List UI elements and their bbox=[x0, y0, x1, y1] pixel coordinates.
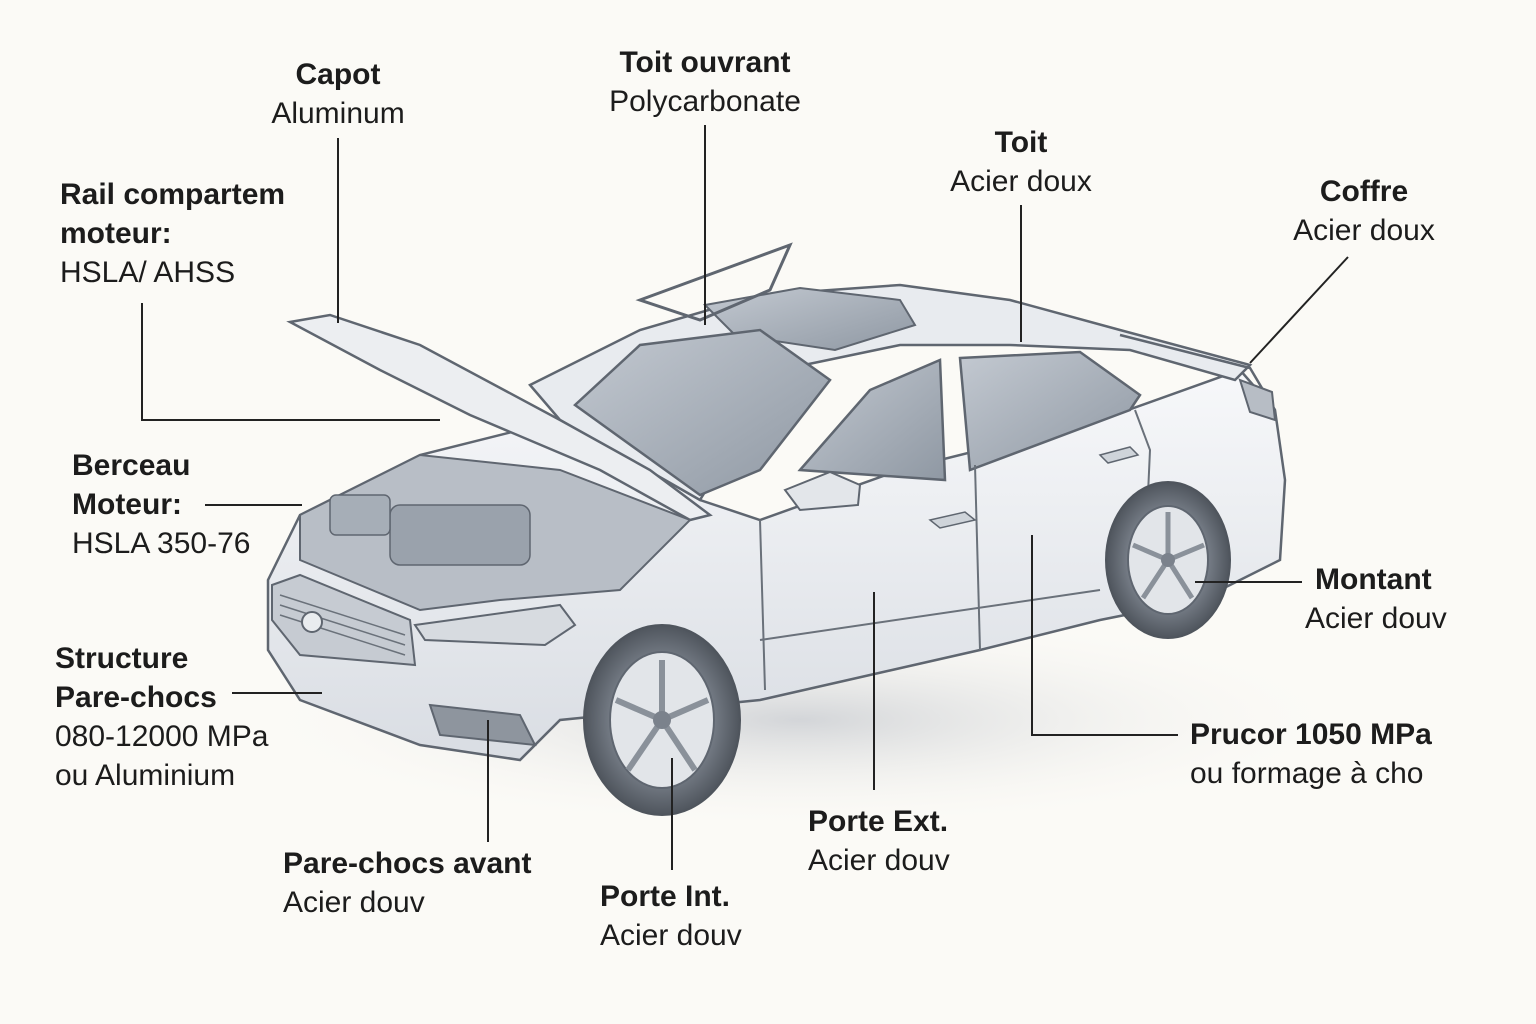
leader-prucor bbox=[1031, 535, 1178, 736]
label-structure-title-1: Structure bbox=[55, 642, 189, 675]
label-prucor: Prucor 1050 MPa ou formage à cho bbox=[1190, 715, 1432, 793]
brand-logo bbox=[301, 611, 323, 633]
front-grille bbox=[271, 573, 417, 667]
label-toit-ouvrant-title: Toit ouvrant bbox=[619, 46, 791, 79]
label-porte-int: Porte Int. Acier douv bbox=[600, 877, 742, 955]
label-capot-material: Aluminum bbox=[271, 97, 405, 130]
label-pare-chocs-avant: Pare-chocs avant Acier douv bbox=[283, 844, 531, 922]
leader-rail bbox=[141, 303, 440, 421]
label-berceau: Berceau Moteur: HSLA 350-76 bbox=[72, 446, 250, 563]
open-hood bbox=[286, 313, 713, 522]
label-toit-title: Toit bbox=[994, 126, 1048, 159]
tail-light bbox=[1238, 378, 1277, 422]
label-capot: Capot Aluminum bbox=[238, 55, 438, 133]
engine-block bbox=[389, 504, 531, 566]
label-coffre-material: Acier doux bbox=[1293, 214, 1435, 247]
rear-wheel bbox=[1105, 481, 1231, 639]
headlight bbox=[413, 603, 577, 647]
label-porte-ext-material: Acier douv bbox=[808, 844, 950, 877]
label-structure-material-2: ou Aluminium bbox=[55, 759, 236, 792]
leader-lines bbox=[141, 125, 1349, 870]
lower-intake bbox=[428, 703, 537, 747]
label-coffre-title: Coffre bbox=[1319, 175, 1409, 208]
leader-coffre bbox=[1249, 256, 1349, 364]
label-capot-title: Capot bbox=[295, 58, 381, 91]
label-montant: Montant Acier douv bbox=[1305, 560, 1447, 638]
front-door-handle bbox=[928, 511, 977, 529]
rear-door-handle bbox=[1098, 446, 1140, 464]
label-toit-ouvrant: Toit ouvrant Polycarbonate bbox=[565, 43, 845, 121]
label-structure-material-1: 080-12000 MPa bbox=[55, 720, 269, 753]
label-rail-title-2: moteur: bbox=[60, 217, 172, 250]
label-toit: Toit Acier doux bbox=[911, 123, 1131, 201]
label-rail: Rail compartem moteur: HSLA/ AHSS bbox=[60, 175, 285, 292]
label-pare-chocs-avant-title: Pare-chocs avant bbox=[283, 847, 532, 880]
label-coffre: Coffre Acier doux bbox=[1254, 172, 1474, 250]
label-berceau-title-2: Moteur: bbox=[72, 488, 182, 521]
label-porte-ext: Porte Ext. Acier douv bbox=[808, 802, 950, 880]
label-porte-int-material: Acier douv bbox=[600, 919, 742, 952]
label-montant-material: Acier douv bbox=[1305, 602, 1447, 635]
front-wheel bbox=[583, 624, 741, 816]
grille-slats bbox=[279, 594, 406, 656]
front-side-window bbox=[797, 358, 947, 482]
label-berceau-material: HSLA 350-76 bbox=[72, 527, 251, 560]
label-rail-title-1: Rail compartem bbox=[60, 178, 286, 211]
label-structure-title-2: Pare-chocs bbox=[55, 681, 217, 714]
label-structure: Structure Pare-chocs 080-12000 MPa ou Al… bbox=[55, 639, 269, 795]
label-berceau-title-1: Berceau bbox=[72, 449, 191, 482]
engine-cover bbox=[329, 494, 391, 536]
label-toit-ouvrant-material: Polycarbonate bbox=[609, 85, 801, 118]
rear-side-window bbox=[958, 350, 1142, 472]
label-montant-title: Montant bbox=[1315, 563, 1432, 596]
label-porte-ext-title: Porte Ext. bbox=[808, 805, 949, 838]
side-mirror bbox=[783, 470, 862, 512]
label-prucor-title: Prucor 1050 MPa bbox=[1190, 718, 1432, 751]
sunroof-panel-raised bbox=[635, 242, 793, 322]
label-prucor-material: ou formage à cho bbox=[1190, 757, 1424, 790]
label-pare-chocs-avant-material: Acier douv bbox=[283, 886, 425, 919]
label-rail-material: HSLA/ AHSS bbox=[60, 256, 236, 289]
windshield bbox=[573, 328, 832, 497]
label-toit-material: Acier doux bbox=[950, 165, 1092, 198]
label-porte-int-title: Porte Int. bbox=[600, 880, 731, 913]
